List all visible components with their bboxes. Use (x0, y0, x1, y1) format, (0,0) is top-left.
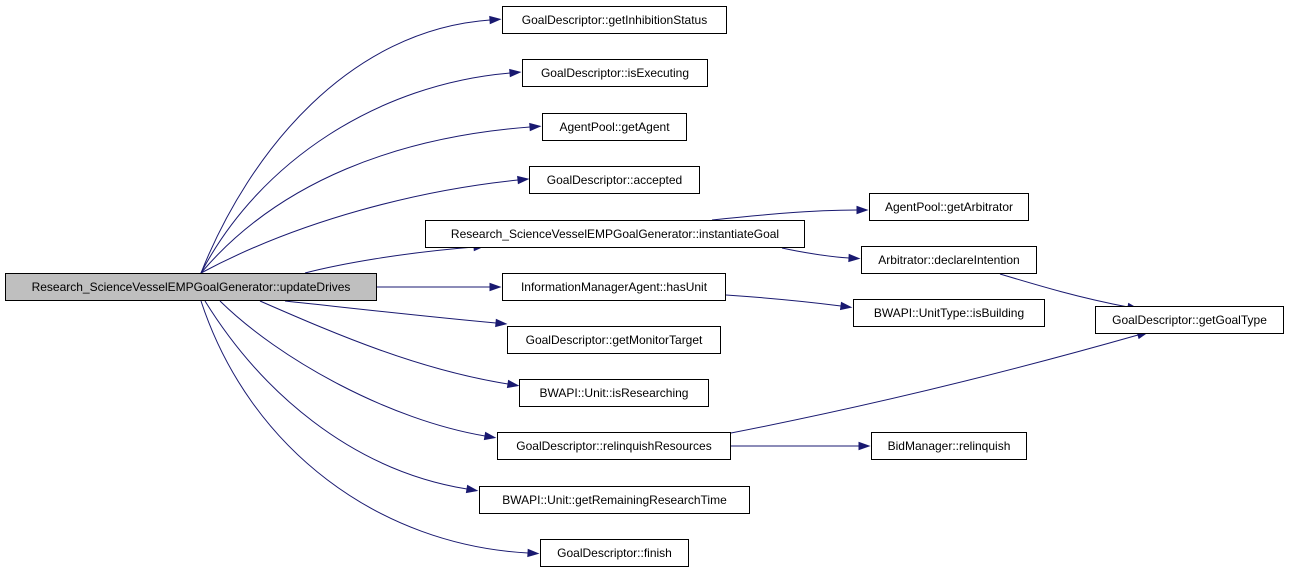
node-get-agent[interactable]: AgentPool::getAgent (542, 113, 687, 141)
node-get-inhibition-status[interactable]: GoalDescriptor::getInhibitionStatus (502, 6, 727, 34)
arrowhead-n0-n7 (495, 318, 508, 328)
node-get-monitor-target[interactable]: GoalDescriptor::getMonitorTarget (507, 326, 721, 354)
node-is-building[interactable]: BWAPI::UnitType::isBuilding (853, 299, 1045, 327)
node-accepted[interactable]: GoalDescriptor::accepted (529, 166, 700, 194)
edge-n0-n11 (200, 300, 529, 554)
edge-n0-n7 (284, 300, 497, 324)
node-declare-intention[interactable]: Arbitrator::declareIntention (861, 246, 1037, 274)
edge-n5-n13 (781, 247, 850, 259)
edge-n0-n9 (219, 300, 486, 437)
node-bid-manager-relinquish[interactable]: BidManager::relinquish (871, 432, 1027, 460)
edge-n0-n2 (200, 72, 511, 274)
arrowhead-n5-n12 (856, 205, 869, 215)
edge-n6-n14 (725, 294, 842, 307)
arrowhead-n0-n6 (489, 282, 502, 292)
arrowhead-n0-n8 (506, 379, 520, 389)
edge-n0-n10 (204, 300, 468, 490)
edge-n0-n3 (200, 126, 531, 274)
arrowhead-n0-n2 (509, 68, 522, 78)
arrowhead-n5-n13 (848, 253, 861, 263)
node-get-arbitrator[interactable]: AgentPool::getArbitrator (869, 193, 1029, 221)
arrowhead-n9-n15 (858, 441, 871, 451)
node-has-unit[interactable]: InformationManagerAgent::hasUnit (502, 273, 726, 301)
node-instantiate-goal[interactable]: Research_ScienceVesselEMPGoalGenerator::… (425, 220, 805, 248)
node-root-update-drives: Research_ScienceVesselEMPGoalGenerator::… (5, 273, 377, 301)
edge-n0-n1 (200, 19, 491, 274)
node-relinquish-resources[interactable]: GoalDescriptor::relinquishResources (497, 432, 731, 460)
arrowhead-n0-n1 (489, 15, 502, 25)
edge-n0-n5 (304, 246, 475, 274)
node-get-remaining-research-time[interactable]: BWAPI::Unit::getRemainingResearchTime (479, 486, 750, 514)
arrowhead-n0-n10 (465, 484, 479, 494)
edge-n9-n16 (730, 334, 1139, 434)
node-is-executing[interactable]: GoalDescriptor::isExecuting (522, 59, 708, 87)
edge-n13-n16 (999, 273, 1129, 308)
arrowhead-n0-n4 (517, 175, 530, 185)
node-get-goal-type[interactable]: GoalDescriptor::getGoalType (1095, 306, 1284, 334)
arrowhead-n0-n11 (527, 548, 540, 558)
arrowhead-n6-n14 (839, 301, 853, 311)
edge-n0-n8 (259, 300, 509, 385)
node-is-researching[interactable]: BWAPI::Unit::isResearching (519, 379, 709, 407)
edge-n0-n4 (200, 179, 519, 274)
arrowhead-n0-n9 (483, 431, 497, 441)
arrowhead-n0-n3 (529, 122, 542, 132)
edge-n5-n12 (711, 209, 858, 221)
node-finish[interactable]: GoalDescriptor::finish (540, 539, 689, 567)
